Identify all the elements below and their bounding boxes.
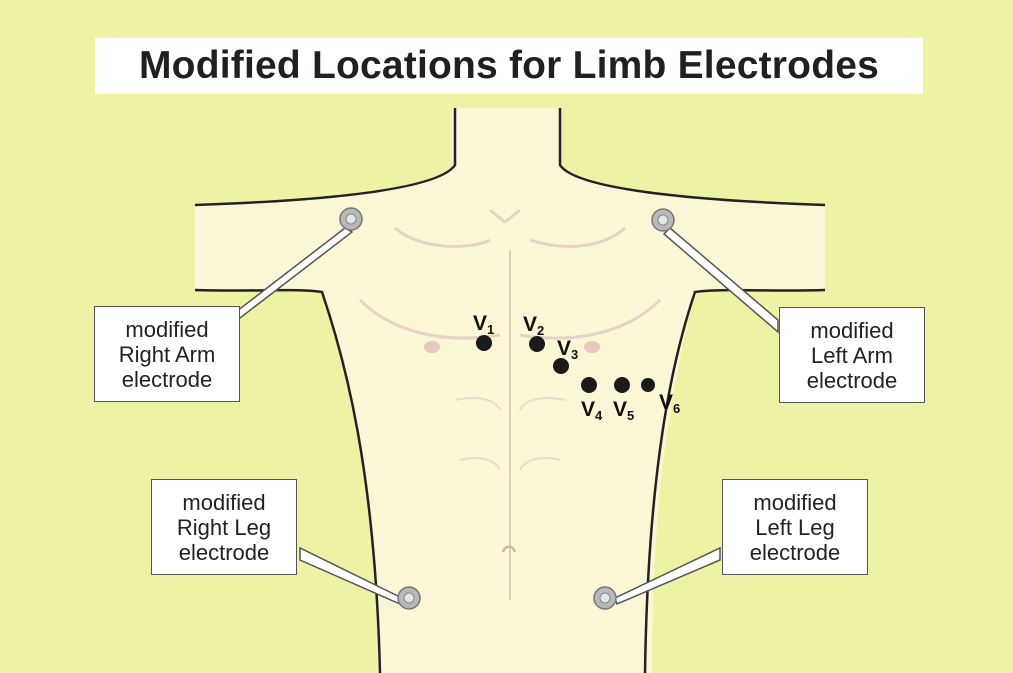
lead-label-v6: V6 bbox=[659, 391, 680, 416]
left-arm-callout: modified Left Arm electrode bbox=[779, 307, 925, 403]
lead-label-v1: V1 bbox=[473, 312, 494, 337]
callout-line: electrode bbox=[179, 540, 270, 565]
right-arm-callout: modified Right Arm electrode bbox=[94, 306, 240, 402]
v6-electrode-dot bbox=[641, 378, 655, 392]
left-leg-electrode-icon bbox=[594, 587, 616, 609]
callout-line: Left Leg bbox=[755, 515, 835, 540]
lead-label-v2: V2 bbox=[523, 313, 544, 338]
lead-label-v5: V5 bbox=[613, 398, 634, 423]
right-leg-electrode-icon bbox=[398, 587, 420, 609]
callout-line: electrode bbox=[807, 368, 898, 393]
callout-line: modified bbox=[125, 317, 208, 342]
left-arm-electrode-icon bbox=[652, 209, 674, 231]
lead-label-v3: V3 bbox=[557, 337, 578, 362]
left-nipple bbox=[584, 341, 600, 353]
page-title: Modified Locations for Limb Electrodes bbox=[139, 44, 879, 88]
right-arm-electrode-icon bbox=[340, 208, 362, 230]
callout-line: modified bbox=[182, 490, 265, 515]
callout-line: Left Arm bbox=[811, 343, 893, 368]
lead-label-v4: V4 bbox=[581, 398, 602, 423]
callout-line: Right Arm bbox=[119, 342, 216, 367]
left-leg-callout: modified Left Leg electrode bbox=[722, 479, 868, 575]
v5-electrode-dot bbox=[614, 377, 630, 393]
title-banner: Modified Locations for Limb Electrodes bbox=[95, 38, 923, 94]
callout-line: modified bbox=[753, 490, 836, 515]
right-nipple bbox=[424, 341, 440, 353]
v4-electrode-dot bbox=[581, 377, 597, 393]
callout-line: electrode bbox=[750, 540, 841, 565]
callout-line: Right Leg bbox=[177, 515, 271, 540]
callout-line: electrode bbox=[122, 367, 213, 392]
v2-electrode-dot bbox=[529, 336, 545, 352]
right-leg-callout: modified Right Leg electrode bbox=[151, 479, 297, 575]
callout-line: modified bbox=[810, 318, 893, 343]
v1-electrode-dot bbox=[476, 335, 492, 351]
